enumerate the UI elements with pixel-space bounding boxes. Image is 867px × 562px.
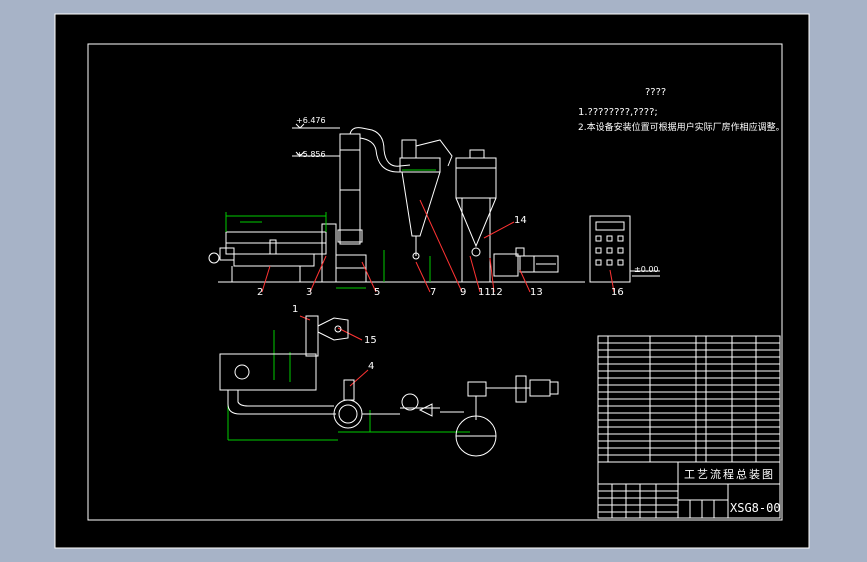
inner-border — [87, 43, 783, 521]
part-number-7: 7 — [430, 287, 437, 298]
drawing-number: XSG8-00 — [730, 501, 781, 515]
part-number-2: 2 — [257, 287, 264, 298]
cabinet-buttons — [595, 235, 624, 266]
feeder-box — [219, 353, 317, 391]
drawing-title: 工艺流程总装图 — [684, 468, 775, 481]
control-cabinet — [589, 215, 631, 283]
part-number-9: 9 — [460, 287, 467, 298]
part-number-16: 16 — [611, 287, 624, 298]
part-number-12: 12 — [490, 287, 503, 298]
note-line-1: 1.????????,????; — [578, 107, 658, 118]
elevation-ground: ±0.00 — [634, 265, 659, 274]
sheet-background — [54, 13, 810, 549]
part-number-11: 11 — [478, 287, 491, 298]
dimension-lines — [225, 169, 470, 441]
elevation-top-1: +6.476 — [296, 116, 326, 125]
fan — [493, 253, 519, 277]
parts-table — [597, 335, 781, 519]
leader-lines — [261, 199, 615, 387]
elevation-marks — [292, 123, 660, 277]
elevation-top-2: +5.856 — [296, 150, 326, 159]
part-number-13: 13 — [530, 287, 543, 298]
elevation-view — [208, 127, 660, 283]
note-line-2: 2.本设备安装位置可根据用户实际厂房作相应调整。 — [578, 123, 785, 133]
notes-heading: ???? — [645, 87, 667, 98]
part-number-5: 5 — [374, 287, 381, 298]
part-number-3: 3 — [306, 287, 313, 298]
plan-view — [219, 315, 559, 457]
part-number-15: 15 — [364, 335, 377, 346]
part-number-1: 1 — [292, 304, 299, 315]
part-number-14: 14 — [514, 215, 527, 226]
cyclone-1-top — [399, 157, 441, 173]
part-number-4: 4 — [368, 361, 375, 372]
